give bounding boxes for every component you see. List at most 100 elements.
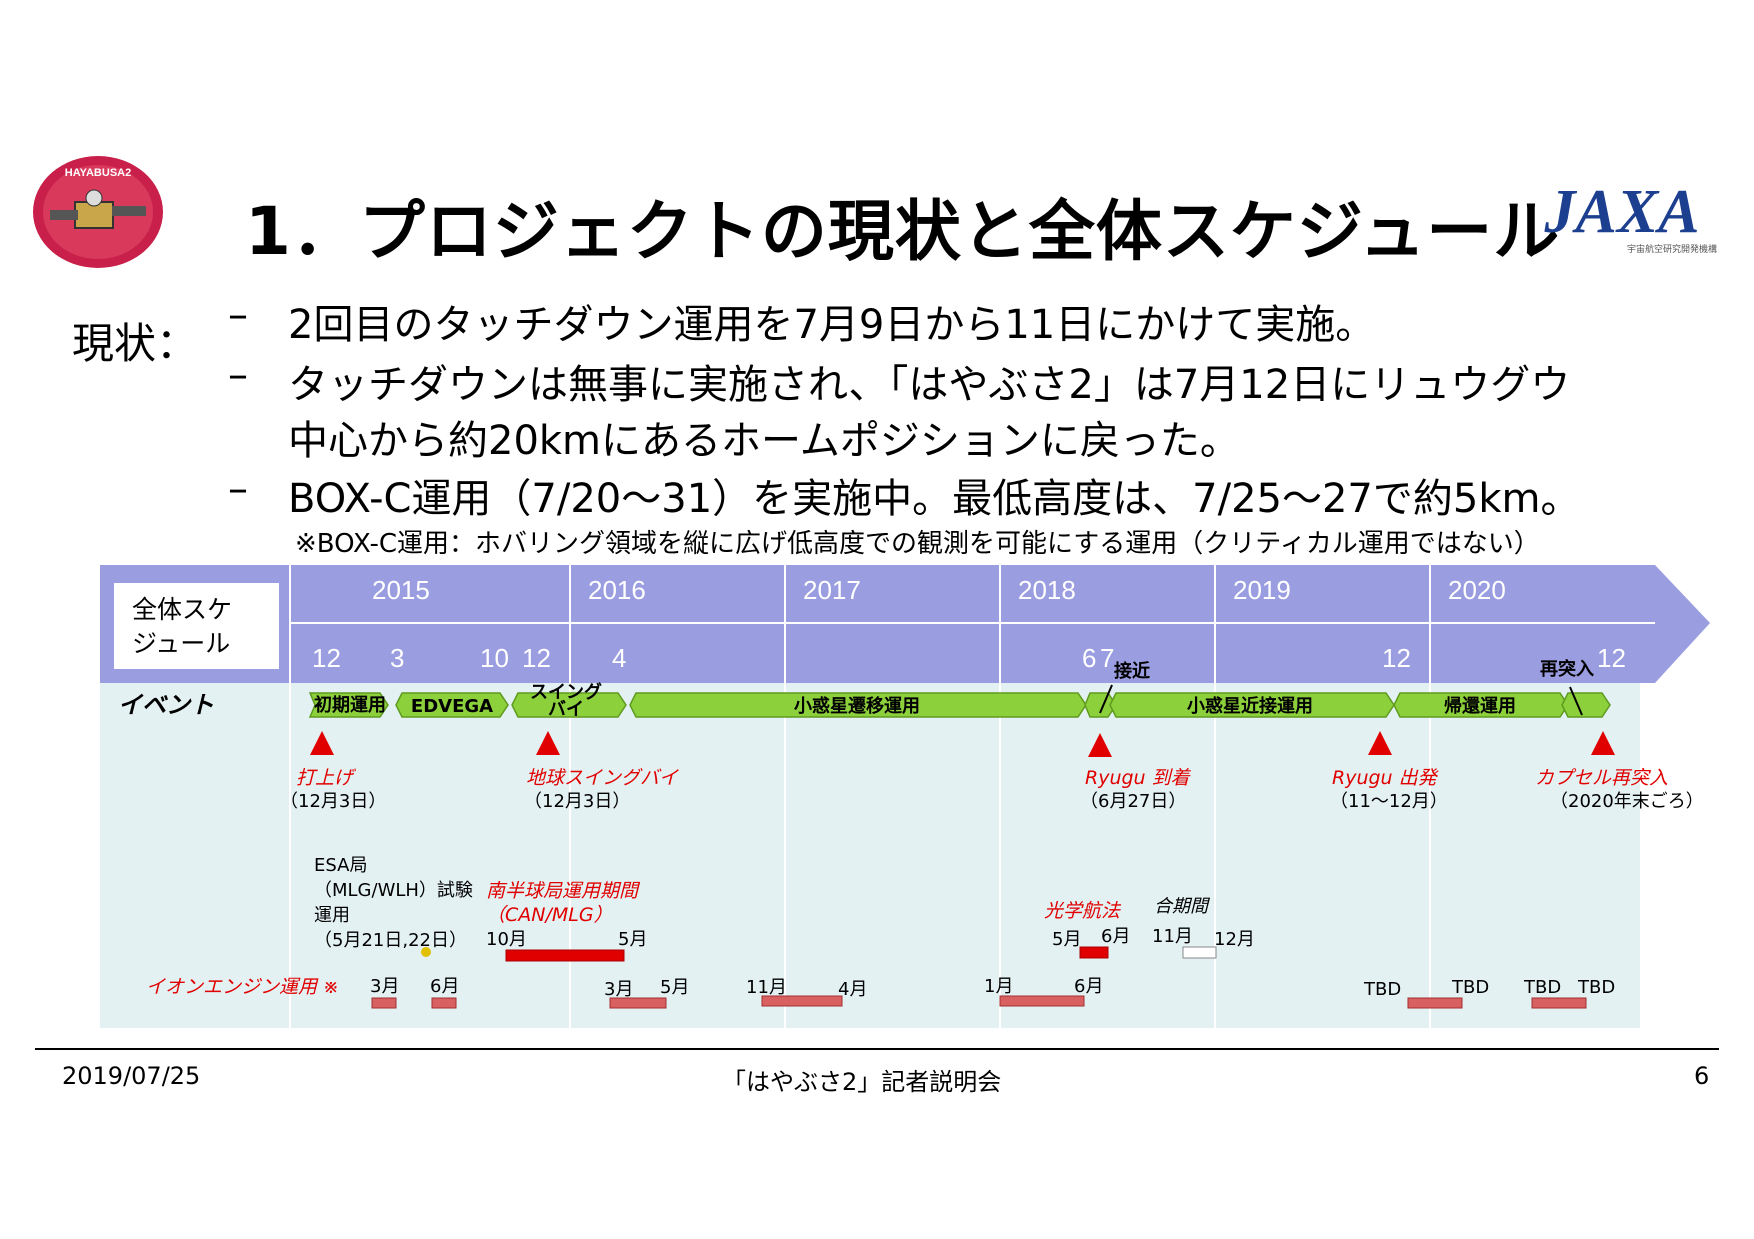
esa-note: （MLG/WLH）試験 — [314, 880, 473, 901]
month-tick: 12 — [1382, 643, 1411, 673]
conjunction-label: 合期間 — [1154, 896, 1211, 917]
bullet-dash: – — [228, 292, 248, 338]
year-2016: 2016 — [588, 575, 646, 605]
ion-month: 3月 — [604, 979, 633, 1000]
event-arrival-date: （6月27日） — [1080, 791, 1186, 812]
year-2015: 2015 — [372, 575, 430, 605]
month-tick: 3 — [390, 643, 404, 673]
event-launch-date: （12月3日） — [280, 791, 386, 812]
event-swingby: 地球スイングバイ — [526, 767, 679, 789]
year-2018: 2018 — [1018, 575, 1076, 605]
ion-bar — [431, 997, 457, 1009]
ion-bar — [1531, 997, 1587, 1009]
optical-nav-label: 光学航法 — [1044, 900, 1122, 922]
month-label: 5月 — [1052, 929, 1081, 950]
phase-initial — [308, 692, 389, 718]
event-marker — [310, 731, 334, 755]
ion-month: 4月 — [838, 979, 867, 1000]
south-ops-label: （CAN/MLG） — [486, 904, 613, 926]
ion-bar — [1407, 997, 1463, 1009]
bullet-1: 2回目のタッチダウン運用を7月9日から11日にかけて実施。 — [288, 302, 1376, 348]
month-label: 11月 — [1152, 926, 1193, 947]
event-marker — [1368, 731, 1392, 755]
status-label: 現状： — [72, 319, 199, 368]
conjunction-bar — [1182, 946, 1217, 959]
ion-month: TBD — [1363, 979, 1401, 1000]
footnote: ※BOX-C運用：ホバリング領域を縦に広げ低高度での観測を可能にする運用（クリテ… — [295, 529, 1540, 559]
optical-nav-bar — [1079, 946, 1109, 959]
month-tick: 12 — [312, 643, 341, 673]
month-label: 12月 — [1214, 929, 1255, 950]
phase-label: 帰還運用 — [1444, 696, 1516, 717]
month-label: 5月 — [618, 929, 647, 950]
event-marker — [536, 731, 560, 755]
event-reentry: カプセル再突入 — [1535, 767, 1668, 789]
esa-marker — [421, 947, 431, 957]
phase-label: EDVEGA — [411, 696, 493, 717]
month-tick: 4 — [612, 643, 626, 673]
bullet-dash: – — [228, 352, 248, 398]
month-tick: 12 — [522, 643, 551, 673]
schedule-label-box — [114, 583, 279, 669]
phase-note: 接近 — [1114, 660, 1150, 682]
page-title: 1．プロジェクトの現状と全体スケジュール — [245, 193, 1561, 270]
esa-note: 運用 — [314, 905, 350, 926]
ion-month: TBD — [1523, 977, 1561, 998]
phase-label: バイ — [548, 699, 584, 720]
esa-note: （5月21日,22日） — [314, 930, 467, 951]
event-reentry-date: （2020年末ごろ） — [1550, 791, 1704, 812]
ion-month: 5月 — [660, 977, 689, 998]
year-2019: 2019 — [1233, 575, 1291, 605]
schedule-label-1: 全体スケ — [132, 595, 232, 624]
phase-note: 再突入 — [1540, 658, 1594, 680]
phase-label: 小惑星近接運用 — [1187, 695, 1313, 717]
ion-month: TBD — [1577, 977, 1615, 998]
logo-text: HAYABUSA2 — [65, 167, 131, 179]
schedule-label-2: ジュール — [132, 629, 230, 658]
phase-label: 小惑星遷移運用 — [794, 695, 920, 717]
phase-transfer — [629, 692, 1087, 718]
year-2020: 2020 — [1448, 575, 1506, 605]
footer-date: 2019/07/25 — [62, 1062, 201, 1090]
bullet-2: タッチダウンは無事に実施され、「はやぶさ2」は7月12日にリュウグウ — [288, 362, 1571, 408]
month-label: 10月 — [486, 929, 527, 950]
ion-bar — [999, 995, 1085, 1007]
month-label: 6月 — [1101, 926, 1130, 947]
bullet-2-continued: 中心から約20kmにあるホームポジションに戻った。 — [288, 418, 1240, 464]
jaxa-subtext: 宇宙航空研究開発機構 — [1627, 243, 1717, 255]
phase-label: 初期運用 — [314, 694, 386, 716]
ion-month: 3月 — [370, 976, 399, 997]
south-ops-bar — [505, 949, 625, 962]
jaxa-logo: JAXA 宇宙航空研究開発機構 — [1522, 162, 1722, 277]
month-tick: 10 — [480, 643, 509, 673]
footer-title: 「はやぶさ2」記者説明会 — [722, 1068, 1002, 1096]
footer-divider — [35, 1048, 1719, 1050]
month-tick: 7 — [1100, 643, 1114, 673]
year-2017: 2017 — [803, 575, 861, 605]
bullet-dash: – — [228, 466, 248, 512]
phase-return — [1393, 692, 1569, 718]
esa-note: ESA局 — [314, 855, 367, 876]
event-swingby-date: （12月3日） — [524, 791, 630, 812]
event-row-label: イベント — [118, 691, 214, 719]
phase-reentry — [1561, 692, 1611, 718]
page-number: 6 — [1694, 1062, 1710, 1090]
ion-month: 6月 — [430, 976, 459, 997]
jaxa-wordmark: JAXA — [1543, 178, 1699, 246]
hayabusa2-logo: HAYABUSA2 — [30, 150, 170, 270]
event-departure-date: （11～12月） — [1330, 791, 1448, 812]
south-ops-label: 南半球局運用期間 — [486, 880, 641, 902]
ion-month: TBD — [1451, 977, 1489, 998]
phase-label: スイング — [530, 681, 602, 703]
ion-engine-label: イオンエンジン運用 ※ — [146, 976, 339, 998]
bullet-3: BOX-C運用（7/20～31）を実施中。最低高度は、7/25～27で約5km。 — [288, 476, 1581, 522]
event-launch: 打上げ — [296, 767, 356, 789]
event-departure: Ryugu 出発 — [1332, 767, 1440, 789]
phase-edvega — [395, 692, 509, 718]
schedule-diagram: 全体スケ ジュール 2015 2016 2017 2018 2019 2020 … — [100, 565, 1710, 1028]
ion-bar — [609, 997, 667, 1009]
phase-proximity — [1109, 692, 1395, 718]
phase-swingby — [511, 692, 627, 718]
ion-month: 11月 — [746, 977, 787, 998]
ion-bar — [371, 997, 397, 1009]
